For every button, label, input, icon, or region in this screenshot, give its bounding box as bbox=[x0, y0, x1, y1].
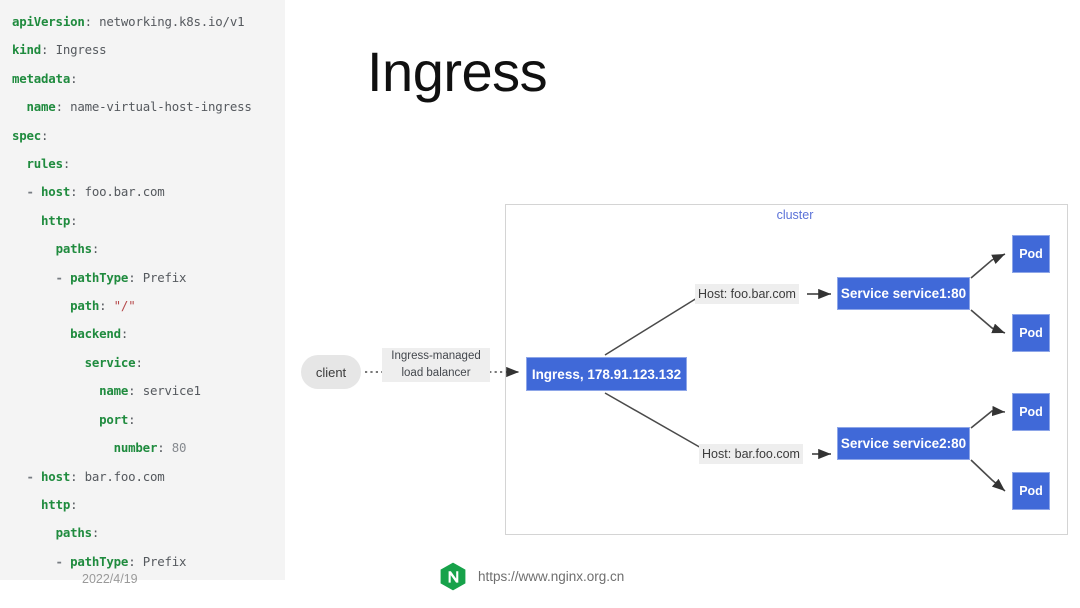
connector-ingress-to-host2 bbox=[604, 392, 704, 450]
nginx-logo-icon bbox=[440, 562, 466, 591]
client-node[interactable]: client bbox=[301, 355, 361, 389]
page-title: Ingress bbox=[367, 40, 548, 103]
cluster-label: cluster bbox=[776, 208, 814, 222]
yaml-code-panel: apiVersion: networking.k8s.io/v1 kind: I… bbox=[0, 0, 285, 580]
pod-node[interactable]: Pod bbox=[1012, 393, 1050, 431]
footer-url: https://www.nginx.org.cn bbox=[478, 569, 625, 584]
host-label-bar-foo-com: Host: bar.foo.com bbox=[699, 444, 803, 464]
load-balancer-label-line1: Ingress-managed bbox=[391, 350, 481, 362]
pod-node[interactable]: Pod bbox=[1012, 235, 1050, 273]
cluster-boundary-box bbox=[505, 204, 1068, 535]
footer: https://www.nginx.org.cn bbox=[440, 562, 624, 591]
ingress-node[interactable]: Ingress, 178.91.123.132 bbox=[526, 357, 687, 391]
pod-node[interactable]: Pod bbox=[1012, 314, 1050, 352]
connector-service2-to-pod4 bbox=[970, 459, 1006, 492]
connector-service1-to-pod2 bbox=[970, 309, 1006, 334]
ingress-architecture-diagram: cluster client Ingress-managed load bala… bbox=[285, 150, 1080, 570]
yaml-code-text: apiVersion: networking.k8s.io/v1 kind: I… bbox=[12, 14, 252, 569]
load-balancer-label-line2: load balancer bbox=[401, 367, 471, 379]
connector-service1-to-pod1 bbox=[970, 253, 1006, 279]
connector-service2-to-pod3 bbox=[970, 405, 1006, 429]
connector-ingress-to-host1 bbox=[604, 297, 698, 356]
pod-node[interactable]: Pod bbox=[1012, 472, 1050, 510]
service-node-service2[interactable]: Service service2:80 bbox=[837, 427, 970, 460]
host-label-foo-bar-com: Host: foo.bar.com bbox=[695, 284, 799, 304]
load-balancer-label: Ingress-managed load balancer bbox=[382, 348, 490, 382]
slide-date: 2022/4/19 bbox=[82, 572, 138, 586]
service-node-service1[interactable]: Service service1:80 bbox=[837, 277, 970, 310]
